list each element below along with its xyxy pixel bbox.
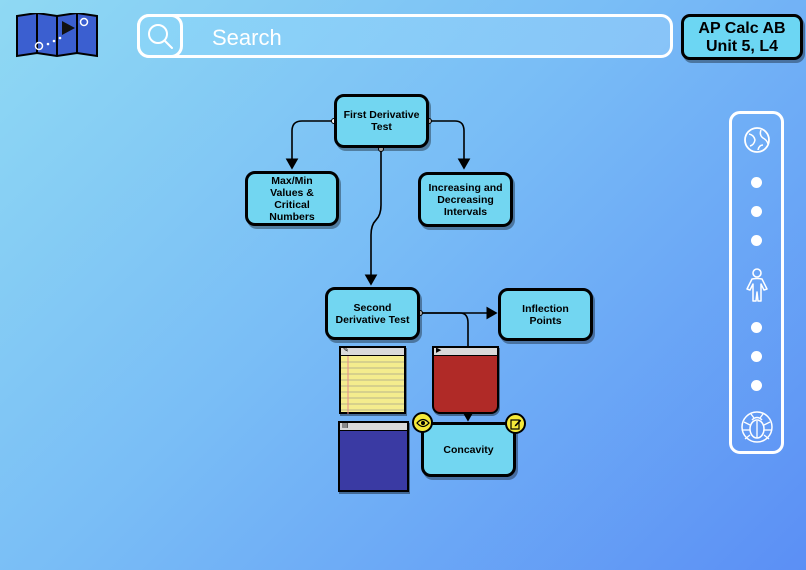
right-rail (729, 111, 784, 454)
node-first-derivative-test[interactable]: First Derivative Test (334, 94, 429, 148)
search-input[interactable] (210, 23, 654, 53)
view-eye-icon[interactable] (412, 412, 433, 433)
node-label: First Derivative Test (343, 109, 420, 133)
note-card-blue[interactable]: ▤ (338, 421, 409, 492)
node-inflection-points[interactable]: Inflection Points (498, 288, 593, 341)
rail-dot[interactable] (732, 321, 781, 333)
note-card-red[interactable]: ▶ (432, 346, 499, 414)
search-icon[interactable] (137, 14, 183, 58)
rail-dot[interactable] (732, 379, 781, 391)
play-icon: ▶ (436, 347, 442, 354)
note-card-titlebar: ▤ (340, 422, 407, 431)
search-bar[interactable] (137, 14, 673, 58)
note-card-titlebar: ✎ (341, 347, 404, 356)
map-logo-icon[interactable] (15, 11, 99, 59)
node-label: Inflection Points (522, 302, 569, 327)
node-second-derivative-test[interactable]: Second Derivative Test (325, 287, 420, 340)
course-title: AP Calc AB (698, 20, 786, 37)
rail-dot[interactable] (732, 350, 781, 362)
course-badge: AP Calc AB Unit 5, L4 (681, 14, 803, 60)
node-label: Concavity (443, 443, 494, 456)
edit-pencil-icon[interactable] (505, 413, 526, 434)
note-card-titlebar: ▶ (434, 347, 497, 356)
node-increasing-decreasing[interactable]: Increasing and Decreasing Intervals (418, 172, 513, 227)
person-icon[interactable] (732, 267, 781, 303)
node-concavity[interactable]: Concavity (421, 422, 516, 477)
node-max-min-values[interactable]: Max/Min Values & Critical Numbers (245, 171, 339, 226)
node-label: Max/Min Values & Critical Numbers (269, 174, 315, 223)
rail-dot[interactable] (732, 205, 781, 217)
rail-dot[interactable] (732, 176, 781, 188)
node-label: Increasing and Decreasing Intervals (428, 181, 503, 218)
note-card-yellow[interactable]: ✎ (339, 346, 406, 414)
rail-dot[interactable] (732, 234, 781, 246)
document-icon: ▤ (342, 422, 349, 429)
bug-icon[interactable] (732, 409, 781, 445)
pencil-icon: ✎ (343, 347, 349, 354)
lined-paper-lines (341, 356, 404, 414)
course-unit: Unit 5, L4 (705, 38, 778, 55)
node-label: Second Derivative Test (335, 301, 410, 326)
globe-icon[interactable] (732, 124, 781, 156)
